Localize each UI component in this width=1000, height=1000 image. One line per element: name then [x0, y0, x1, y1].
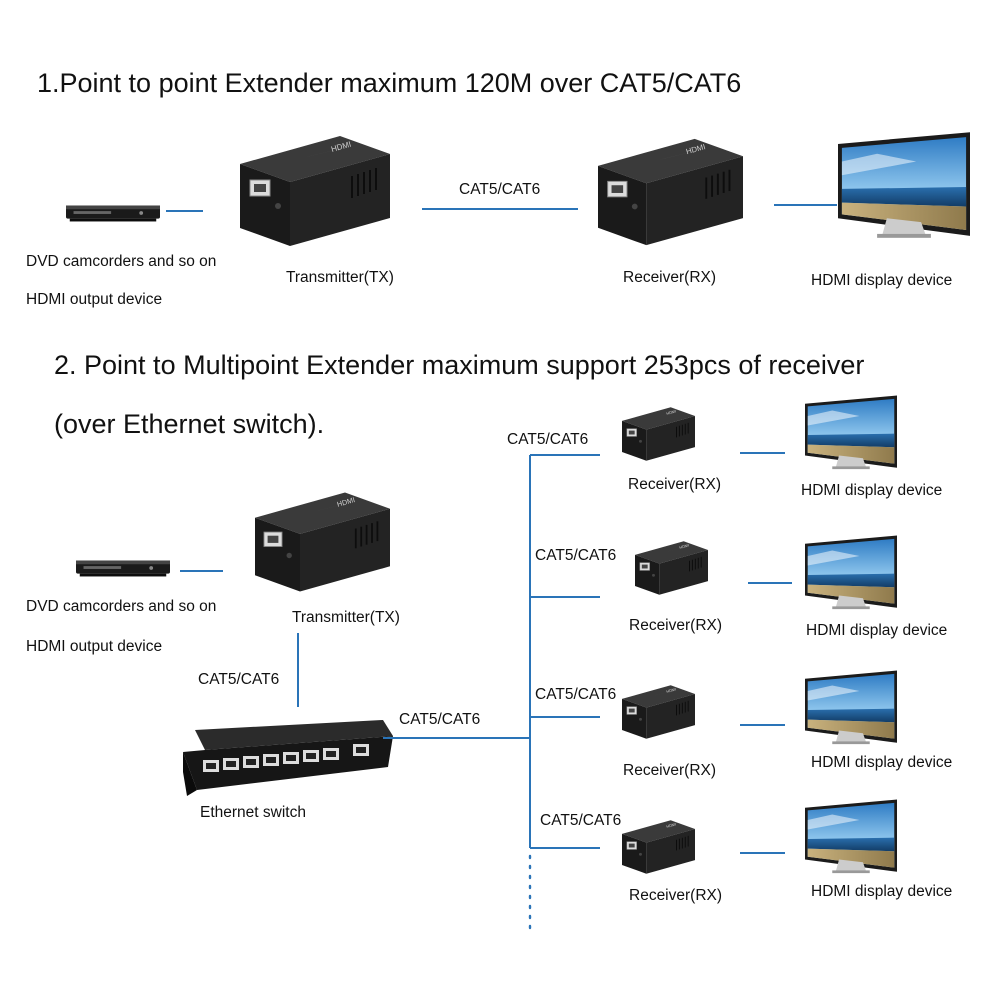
source-label-line2: HDMI output device: [26, 291, 162, 308]
switch-trunk-cable-label: CAT5/CAT6: [399, 711, 480, 728]
cable-label: CAT5/CAT6: [459, 181, 540, 198]
branch4-receiver-label: Receiver(RX): [629, 887, 722, 904]
branch1-receiver-label: Receiver(RX): [628, 476, 721, 493]
branch3-receiver-label: Receiver(RX): [623, 762, 716, 779]
branch4-display-label: HDMI display device: [811, 883, 952, 900]
hdmi-display-branch-2: [805, 535, 897, 610]
branch2-display-label: HDMI display device: [806, 622, 947, 639]
branch2-cable-label: CAT5/CAT6: [535, 547, 616, 564]
receiver-branch-1: [622, 406, 695, 462]
transmitter-1: [240, 136, 390, 246]
switch-label: Ethernet switch: [200, 804, 306, 821]
receiver-1: [598, 138, 743, 246]
receiver-branch-4: [622, 819, 695, 875]
source2-label-line1: DVD camcorders and so on: [26, 598, 216, 615]
display-label: HDMI display device: [811, 272, 952, 289]
transmitter-2: [255, 492, 390, 592]
hdmi-display-branch-1: [805, 395, 897, 470]
receiver-label: Receiver(RX): [623, 269, 716, 286]
branch2-receiver-label: Receiver(RX): [629, 617, 722, 634]
ethernet-switch: [183, 720, 393, 796]
section2-title-line2: (over Ethernet switch).: [54, 409, 324, 439]
branch1-cable-label: CAT5/CAT6: [507, 431, 588, 448]
branch3-display-label: HDMI display device: [811, 754, 952, 771]
section2-title-line1: 2. Point to Multipoint Extender maximum …: [54, 350, 864, 380]
branch3-cable-label: CAT5/CAT6: [535, 686, 616, 703]
branch4-cable-label: CAT5/CAT6: [540, 812, 621, 829]
tx-switch-cable-label: CAT5/CAT6: [198, 671, 279, 688]
dvd-player-1: [66, 205, 160, 222]
branch1-display-label: HDMI display device: [801, 482, 942, 499]
hdmi-display-1: [838, 132, 970, 238]
receiver-branch-3: [622, 684, 695, 740]
hdmi-display-branch-4: [805, 799, 897, 874]
transmitter2-label: Transmitter(TX): [292, 609, 400, 626]
section1-title: 1.Point to point Extender maximum 120M o…: [37, 68, 741, 98]
dvd-player-2: [76, 560, 170, 577]
source-label-line1: DVD camcorders and so on: [26, 253, 216, 270]
receiver-branch-2: [635, 540, 708, 596]
hdmi-display-branch-3: [805, 670, 897, 745]
source2-label-line2: HDMI output device: [26, 638, 162, 655]
transmitter-label: Transmitter(TX): [286, 269, 394, 286]
